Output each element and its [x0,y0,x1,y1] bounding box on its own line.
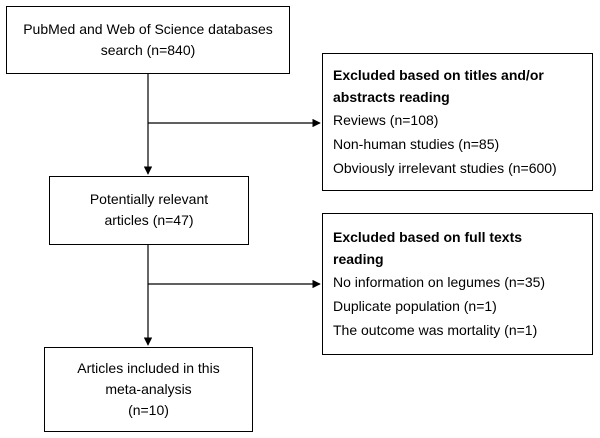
included-box-line-1: Articles included in this [77,360,220,376]
first-exclusion-item: Reviews (n=108) [333,112,439,128]
second-exclusion-item: The outcome was mortality (n=1) [333,322,538,338]
relevant-box-line-1: Potentially relevant [89,191,209,207]
first-exclusion-item: Obviously irrelevant studies (n=600) [333,160,557,176]
second-exclusion-item: No information on legumes (n=35) [333,274,546,290]
search-box: PubMed and Web of Science databases sear… [6,6,290,74]
relevant-box: Potentially relevant articles (n=47) [49,176,249,245]
first-exclusion-heading-1: Excluded based on titles and/or [333,67,544,83]
search-box-line-2: search (n=840) [100,42,196,58]
included-box: Articles included in this meta-analysis … [44,347,253,432]
second-exclusion-item: Duplicate population (n=1) [333,298,497,314]
first-exclusion-heading-2: abstracts reading [333,89,450,105]
included-box-line-2: meta-analysis [105,381,192,397]
second-exclusion-heading-1: Excluded based on full texts [333,229,523,245]
relevant-box-line-2: articles (n=47) [104,212,194,228]
first-exclusion-box: Excluded based on titles and/or abstract… [322,53,593,191]
first-exclusion-item: Non-human studies (n=85) [333,136,500,152]
included-box-line-3: (n=10) [128,402,169,418]
search-box-line-1: PubMed and Web of Science databases [23,21,273,37]
second-exclusion-heading-2: reading [333,251,384,267]
second-exclusion-box: Excluded based on full texts reading No … [322,213,593,355]
